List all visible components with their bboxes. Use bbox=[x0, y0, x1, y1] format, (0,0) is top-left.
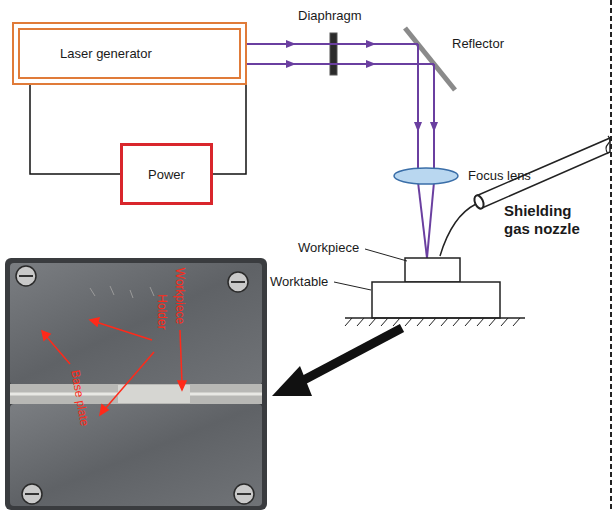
laser-beam bbox=[247, 44, 434, 258]
diaphragm-symbol bbox=[330, 33, 337, 75]
part-label: Focus lens bbox=[468, 168, 531, 183]
photo-label: Holder bbox=[155, 294, 169, 329]
part-label: Diaphragm bbox=[298, 8, 362, 23]
pointer-arrow bbox=[272, 328, 402, 396]
part-label: Shielding gas nozzle bbox=[504, 202, 588, 238]
part-label: Reflector bbox=[452, 36, 504, 51]
gas-nozzle bbox=[440, 136, 610, 256]
reflector-symbol bbox=[405, 28, 455, 90]
node-text: Laser generator bbox=[60, 46, 152, 61]
photo-label: Workpiece bbox=[173, 268, 187, 324]
leader-line bbox=[334, 282, 371, 290]
power-wire bbox=[30, 85, 120, 174]
ground-hatch bbox=[345, 318, 520, 326]
focus-lens bbox=[394, 168, 458, 184]
photo-pointer bbox=[42, 318, 186, 415]
worktable-block bbox=[372, 282, 500, 318]
beam-arrowhead bbox=[286, 40, 438, 132]
part-label: Worktable bbox=[270, 274, 328, 289]
power-box: Power bbox=[120, 143, 213, 205]
power-wire bbox=[213, 85, 246, 174]
laser-generator-box: Laser generator bbox=[12, 22, 247, 85]
workpiece-block bbox=[405, 258, 460, 282]
wire-line bbox=[30, 85, 120, 174]
part-label: Workpiece bbox=[298, 240, 359, 255]
leader-line bbox=[365, 249, 407, 261]
frame-line bbox=[610, 0, 612, 512]
wire-line bbox=[213, 85, 246, 174]
node-text: Power bbox=[148, 167, 185, 182]
fixture-photo bbox=[5, 258, 267, 510]
